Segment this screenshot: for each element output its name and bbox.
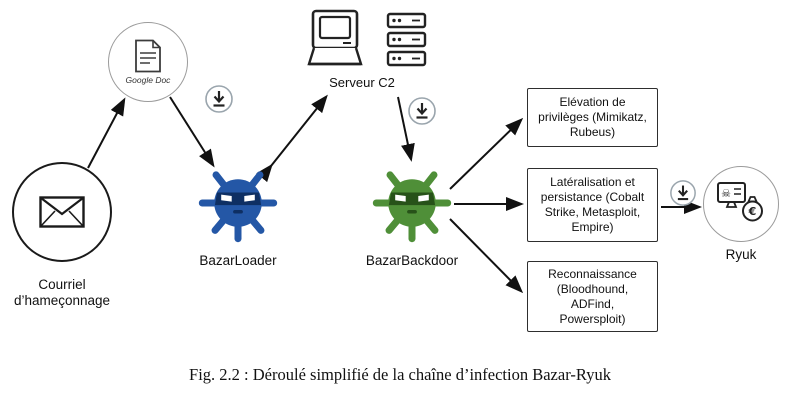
euro-glyph: € [748,205,757,218]
bug-eye-right [418,194,429,202]
arrow-c2-to-bazarbackdoor [397,96,415,162]
arrow-email-to-googledoc [87,97,126,169]
bazarloader-icon [198,171,278,243]
ryuk-node: ☠ € [703,166,779,242]
envelope-icon [39,196,85,228]
bug-eye-right [244,194,255,202]
box-lateral-movement: Latéralisation et persistance (Cobalt St… [527,168,658,242]
document-icon [135,39,161,73]
c2-computer-icon [307,9,363,66]
bug-eye-left [221,194,232,202]
bug-mouth [407,210,417,214]
c2-server-rack-icon [386,12,427,67]
ryuk-label: Ryuk [725,247,757,262]
box-reconnaissance: Reconnaissance (Bloodhound, ADFind, Powe… [527,261,658,332]
bazarbackdoor-label: BazarBackdoor [365,253,459,268]
bazarbackdoor-icon [372,171,452,243]
download-icon-1 [205,85,233,113]
google-doc-node: Google Doc [108,22,188,102]
download-icon-3 [670,180,696,206]
email-node [12,162,112,262]
download-icon-2 [408,97,436,125]
bug-body [198,171,278,243]
arrow-googledoc-to-bazarloader [169,96,215,168]
bug-body [372,171,452,243]
google-doc-label: Google Doc [125,75,171,85]
box-privilege-escalation: Elévation de privilèges (Mimikatz, Rubeu… [527,88,658,147]
skull-glyph: ☠ [721,187,731,200]
email-node-label: Courriel d’hameçonnage [13,277,111,309]
arrow-bazarbackdoor-to-box3 [449,218,524,294]
bazarloader-label: BazarLoader [199,253,277,268]
arrow-bazarbackdoor-to-box1 [449,117,524,190]
serveur-c2-label: Serveur C2 [329,75,395,90]
bug-eye-left [395,194,406,202]
bug-mouth [233,210,243,214]
figure-caption: Fig. 2.2 : Déroulé simplifié de la chaîn… [189,365,611,384]
ransomware-icon: ☠ € [717,182,763,222]
arrow-bazarloader-c2-bidirectional [256,94,328,183]
